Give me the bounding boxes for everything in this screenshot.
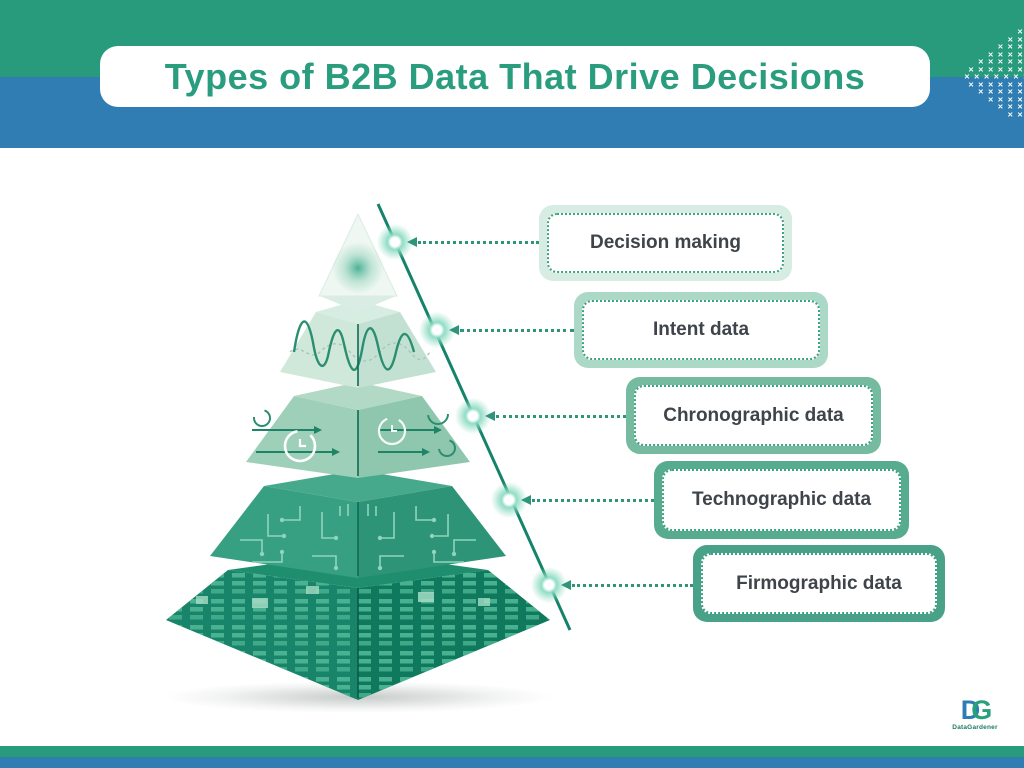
label-decision-making: Decision making bbox=[539, 205, 792, 281]
title-banner: Types of B2B Data That Drive Decisions bbox=[100, 46, 930, 107]
connector-line bbox=[572, 584, 693, 587]
label-chronographic-data: Chronographic data bbox=[626, 377, 881, 454]
label-text: Technographic data bbox=[691, 489, 872, 510]
arrow-left-icon bbox=[561, 580, 571, 590]
label-firmographic-data: Firmographic data bbox=[693, 545, 945, 622]
logo-letter-d: D bbox=[960, 695, 980, 725]
logo-caption: DataGardener bbox=[952, 724, 998, 731]
label-text: Firmographic data bbox=[736, 572, 902, 594]
footer-green-band bbox=[0, 746, 1024, 757]
connector-line bbox=[496, 415, 626, 418]
pyramid-level-decision-making bbox=[318, 212, 398, 312]
pyramid-level-chronographic-data bbox=[246, 382, 470, 478]
arrow-left-icon bbox=[449, 325, 459, 335]
arrow-left-icon bbox=[485, 411, 495, 421]
glow-icon bbox=[332, 242, 384, 294]
pyramid-level-technographic-data bbox=[210, 470, 506, 578]
connector-line bbox=[418, 241, 539, 244]
label-text: Chronographic data bbox=[663, 404, 844, 426]
arrow-left-icon bbox=[407, 237, 417, 247]
sine-wave-icon bbox=[289, 320, 431, 372]
connector-line bbox=[532, 499, 654, 502]
page-title: Types of B2B Data That Drive Decisions bbox=[164, 55, 866, 97]
label-text: Decision making bbox=[590, 232, 741, 253]
arrows-and-clocks-icons bbox=[252, 403, 456, 463]
label-intent-data: Intent data bbox=[574, 292, 828, 368]
arrow-left-icon bbox=[521, 495, 531, 505]
pyramid-level-intent-data bbox=[280, 300, 436, 388]
data-blocks-pattern bbox=[166, 570, 550, 700]
connector-line bbox=[460, 329, 574, 332]
label-text: Intent data bbox=[652, 319, 750, 340]
cross-pattern-decoration: ✕✕ ✕ ✕ ✕ ✕✕ ✕ ✕ ✕ ✕ ✕ ✕ ✕ ✕✕ ✕ ✕ ✕ ✕ ✕ ✕… bbox=[964, 29, 1024, 119]
circuit-pattern bbox=[240, 504, 476, 571]
logo-letter-g: G bbox=[971, 695, 992, 725]
datagardener-logo: DG DataGardener bbox=[940, 697, 1010, 732]
label-technographic-data: Technographic data bbox=[654, 461, 909, 539]
footer-blue-band bbox=[0, 757, 1024, 768]
